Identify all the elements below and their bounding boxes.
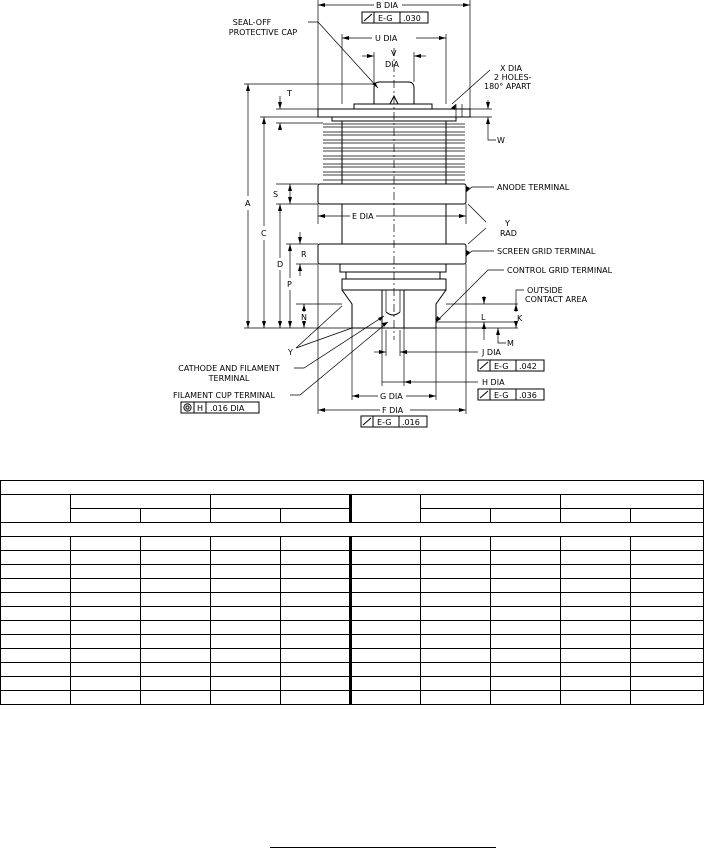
b-tolerance-frame: E-G .030 (361, 11, 429, 24)
table-row (0, 690, 704, 705)
svg-text:.042: .042 (519, 362, 537, 371)
l-label: L (481, 313, 486, 322)
h-dia-label: H DIA (482, 378, 505, 387)
s-label: S (273, 190, 278, 199)
runout-icon (363, 13, 373, 22)
cathode-terminal-label-1: CATHODE AND FILAMENT (178, 364, 280, 373)
concentricity-icon (183, 403, 192, 412)
filament-cup-terminal-label: FILAMENT CUP TERMINAL (173, 391, 275, 400)
seal-off-label-2: PROTECTIVE CAP (229, 28, 298, 37)
v-dia-label: DIA (385, 60, 400, 69)
table-row (0, 634, 704, 649)
svg-text:E-G: E-G (378, 14, 392, 23)
c-label: C (261, 229, 267, 238)
table-row (0, 662, 704, 677)
table-row (0, 648, 704, 663)
table-row (0, 676, 704, 691)
arrowheads (246, 3, 518, 412)
j-dia-label: J DIA (481, 348, 501, 357)
p-label: P (287, 280, 292, 289)
table-header-row (0, 494, 704, 523)
x-dia-label-1: X DIA (500, 64, 523, 73)
seal-off-label-1: SEAL-OFF (233, 18, 272, 27)
table-row (0, 620, 704, 635)
a-label: A (245, 199, 251, 208)
cathode-terminal-label-2: TERMINAL (208, 374, 250, 383)
x-dia-label-2: 2 HOLES- (494, 73, 532, 82)
b-dia-label: B DIA (376, 1, 399, 10)
runout-icon (479, 361, 489, 370)
table-row (0, 550, 704, 565)
dimension-labels: B DIA U DIA V DIA E DIA F DIA G DIA H DI… (245, 1, 588, 415)
screen-grid-terminal-label: SCREEN GRID TERMINAL (497, 247, 596, 256)
svg-text:.036: .036 (519, 391, 537, 400)
outline-drawing: B DIA U DIA V DIA E DIA F DIA G DIA H DI… (173, 0, 613, 428)
f-dia-label: F DIA (382, 406, 404, 415)
table-row (0, 564, 704, 579)
filament-cup-tolerance-frame: H .016 DIA (180, 401, 260, 414)
w-label: W (497, 136, 505, 145)
svg-text:E-G: E-G (377, 418, 391, 427)
e-dia-label: E DIA (352, 212, 374, 221)
runout-icon (479, 390, 489, 399)
y-rad-label-2: RAD (500, 229, 517, 238)
leader-lines (290, 21, 504, 396)
svg-text:.016: .016 (402, 418, 420, 427)
table-row (0, 536, 704, 551)
dimension-table (0, 480, 704, 705)
h-tolerance-frame: E-G .036 (477, 388, 545, 401)
y-rad-label-1: Y (504, 219, 510, 228)
table-section-row (0, 522, 704, 537)
control-grid-terminal-label: CONTROL GRID TERMINAL (507, 266, 613, 275)
table-row (0, 592, 704, 607)
svg-text:H: H (197, 404, 203, 413)
u-dia-label: U DIA (375, 34, 398, 43)
anode-terminal-label: ANODE TERMINAL (497, 183, 570, 192)
svg-text:E-G: E-G (494, 362, 508, 371)
k-label: K (517, 314, 523, 323)
table-title-row (0, 480, 704, 495)
m-label: M (507, 339, 514, 348)
n-label: N (301, 313, 307, 322)
t-label: T (286, 89, 292, 98)
table-row (0, 606, 704, 621)
svg-text:E-G: E-G (494, 391, 508, 400)
f-tolerance-frame: E-G .016 (360, 415, 428, 428)
svg-text:.030: .030 (403, 14, 421, 23)
table-row (0, 578, 704, 593)
d-label: D (277, 260, 283, 269)
y-label: Y (287, 348, 293, 357)
g-dia-label: G DIA (380, 392, 403, 401)
j-tolerance-frame: E-G .042 (477, 359, 545, 372)
tolerance-frames: E-G .030 E-G .042 E-G .036 E-G (180, 11, 545, 428)
v-label: V (391, 49, 397, 58)
svg-text:.016 DIA: .016 DIA (210, 404, 245, 413)
runout-icon (362, 417, 372, 426)
callout-labels: SEAL-OFF PROTECTIVE CAP ANODE TERMINAL S… (173, 18, 613, 400)
footer-rule (270, 847, 496, 848)
x-dia-label-3: 180° APART (484, 82, 531, 91)
r-label: R (301, 250, 307, 259)
outside-label-1: OUTSIDE (527, 286, 563, 295)
outside-label-2: CONTACT AREA (525, 295, 588, 304)
